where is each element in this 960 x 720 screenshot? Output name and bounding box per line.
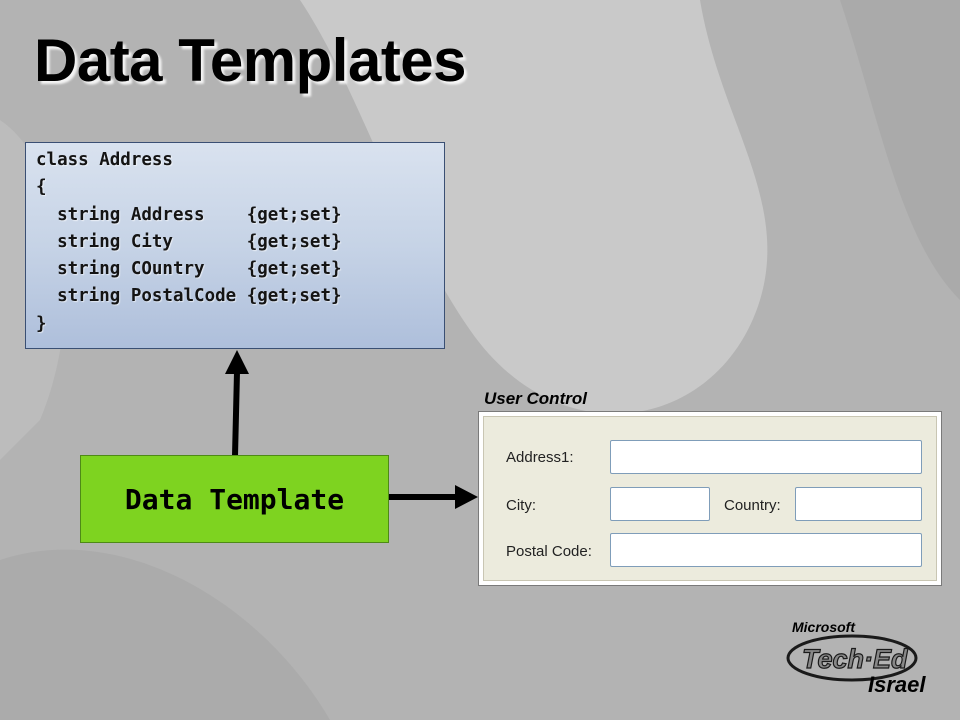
data-template-box: Data Template (80, 455, 389, 543)
code-line-country-property: string COuntry {get;set} (36, 259, 342, 280)
teched-israel-logo: Microsoft Tech·Ed Israel (786, 619, 926, 697)
slide-title: Data Templates (34, 27, 467, 94)
city-field[interactable] (610, 487, 710, 521)
logo-mark-text: Tech·Ed (802, 644, 908, 674)
code-line-open-brace: { (36, 177, 47, 198)
code-line-address-property: string Address {get;set} (36, 204, 342, 225)
address-class-code-box: class Address { string Address {get;set}… (25, 142, 445, 349)
postal-code-label: Postal Code: (506, 543, 592, 560)
code-line-city-property: string City {get;set} (36, 231, 342, 252)
country-field[interactable] (795, 487, 922, 521)
postal-code-field[interactable] (610, 533, 922, 567)
user-control-form: Address1: City: Country: Postal Code: (483, 416, 937, 581)
user-control-caption: User Control (484, 389, 587, 408)
city-label: City: (506, 497, 536, 514)
code-line-class-decl: class Address (36, 150, 173, 170)
code-line-close-brace: } (36, 313, 47, 334)
user-control-panel: Address1: City: Country: Postal Code: (478, 411, 942, 586)
code-line-postalcode-property: string PostalCode {get;set} (36, 286, 342, 307)
data-template-label: Data Template (124, 482, 345, 516)
logo-region-text: Israel (868, 672, 926, 697)
address1-label: Address1: (506, 449, 574, 466)
address1-field[interactable] (610, 440, 922, 474)
logo-brand-text: Microsoft (792, 619, 856, 635)
country-label: Country: (724, 497, 781, 514)
